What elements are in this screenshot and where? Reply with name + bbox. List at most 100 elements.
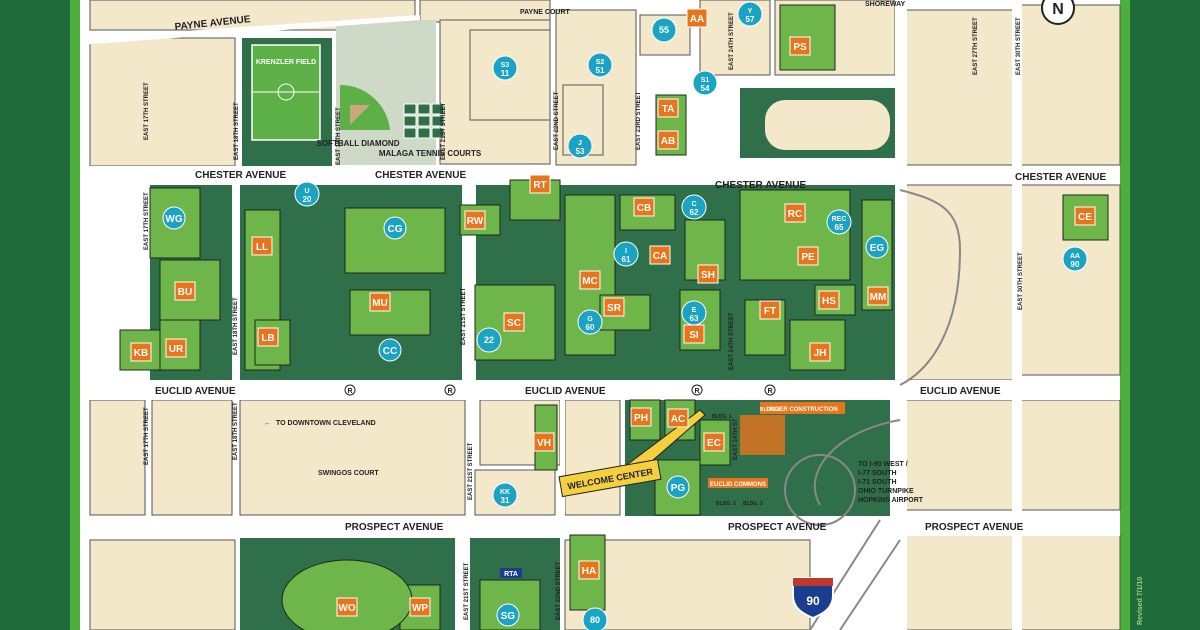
building-tag-bg [1074, 206, 1096, 226]
parking-badge [651, 17, 677, 43]
building-tag-bg [529, 174, 551, 194]
prospect-label-1: PROSPECT AVENUE [345, 522, 444, 533]
building-tag-label: EG [870, 243, 885, 254]
e18-label-2: EAST 18TH STREET [233, 297, 239, 355]
building-tag-ll[interactable]: LL [251, 236, 273, 256]
highway-line-1: TO I-90 WEST / [858, 461, 908, 468]
building-tag-bg [784, 203, 806, 223]
building-tag-bg [697, 264, 719, 284]
building-tag-pg[interactable]: PG [666, 475, 690, 499]
rapid-marker-2: R [447, 388, 452, 395]
building-tag-sr[interactable]: SR [603, 297, 625, 317]
payne-court-label: PAYNE COURT [520, 9, 571, 16]
building-tag-ha[interactable]: HA [578, 560, 600, 580]
bldg2-label: BLDG. 2 [716, 501, 736, 507]
parking-lot-i[interactable]: I61 [613, 241, 639, 267]
building-tag-cg[interactable]: CG [383, 216, 407, 240]
building-tag-ph[interactable]: PH [630, 407, 652, 427]
building-tag-bg [409, 597, 431, 617]
building-tag-ps[interactable]: PS [789, 36, 811, 56]
building-tag-hs[interactable]: HS [818, 290, 840, 310]
parking-lot-55[interactable]: 55 [651, 17, 677, 43]
building-tag-kb[interactable]: KB [130, 342, 152, 362]
building-tag-sc[interactable]: SC [503, 312, 525, 332]
building-tag-label: UR [169, 344, 184, 355]
building-tag-sg[interactable]: SG [496, 603, 520, 627]
parking-code: J [578, 140, 582, 147]
building-tag-ur[interactable]: UR [165, 338, 187, 358]
building-tag-mu[interactable]: MU [369, 292, 391, 312]
chester-label-3: CHESTER AVENUE [715, 180, 806, 191]
parking-number: 51 [596, 66, 605, 75]
building-tag-rt[interactable]: RT [529, 174, 551, 194]
building-tag-rc[interactable]: RC [784, 203, 806, 223]
building-tag-bu[interactable]: BU [174, 281, 196, 301]
building-tag-eg[interactable]: EG [865, 235, 889, 259]
highway [809, 189, 962, 630]
parking-badge [577, 309, 603, 335]
building-tag-label: SH [701, 270, 715, 281]
building-tag-bg [383, 216, 407, 240]
building-tag-label: RC [788, 209, 802, 220]
building-tag-aa[interactable]: AA [686, 8, 708, 28]
parking-lot-u[interactable]: U20 [294, 181, 320, 207]
building-tag-label: PG [671, 483, 686, 494]
building-tag-ac[interactable]: AC [667, 408, 689, 428]
building-tag-bg [865, 235, 889, 259]
building-tag-si[interactable]: SI [683, 324, 705, 344]
building-tag-ec[interactable]: EC [703, 432, 725, 452]
parking-lot-j[interactable]: J53 [567, 133, 593, 159]
building-tag-wo[interactable]: WO [336, 597, 358, 617]
parking-lot-22[interactable]: 22 [476, 327, 502, 353]
building-tag-ft[interactable]: FT [759, 300, 781, 320]
building-tag-vh[interactable]: VH [533, 432, 555, 452]
parking-lot-y[interactable]: Y57 [737, 1, 763, 27]
parking-code: 80 [590, 615, 600, 625]
building-tag-sh[interactable]: SH [697, 264, 719, 284]
parking-lot-80[interactable]: 80 [582, 607, 608, 630]
building-tag-ca[interactable]: CA [649, 245, 671, 265]
building-tag-wg[interactable]: WG [162, 206, 186, 230]
building-tag-wp[interactable]: WP [409, 597, 431, 617]
building-tag-jh[interactable]: JH [809, 342, 831, 362]
parking-lot-g[interactable]: G60 [577, 309, 603, 335]
building-tag-bg [797, 246, 819, 266]
parking-badge [737, 1, 763, 27]
building-tag-ta[interactable]: TA [657, 98, 679, 118]
e21-label-4: EAST 21ST STREET [464, 562, 470, 620]
building-tag-pe[interactable]: PE [797, 246, 819, 266]
building-tag-lb[interactable]: LB [257, 327, 279, 347]
building-tag-ce[interactable]: CE [1074, 206, 1096, 226]
rapid-markers [344, 384, 776, 396]
downtown-label: TO DOWNTOWN CLEVELAND [276, 420, 376, 427]
building-tag-cc[interactable]: CC [378, 338, 402, 362]
building-tag-label: CB [637, 203, 651, 214]
building-tag-cb[interactable]: CB [633, 197, 655, 217]
krenzler-field: KRENZLER FIELD [251, 44, 321, 141]
parking-lot-c[interactable]: C62 [681, 194, 707, 220]
highway-line-4: OHIO TURNPIKE [858, 488, 914, 495]
tennis-courts [403, 103, 445, 139]
building-tag-bg [496, 603, 520, 627]
building-tag-bg [867, 286, 889, 306]
building-tag-mc[interactable]: MC [579, 270, 601, 290]
building-tag-ab[interactable]: AB [657, 130, 679, 150]
e24-label-2: EAST 24TH STREET [729, 312, 735, 370]
building-tag-bg [336, 597, 358, 617]
building-tag-bg [162, 206, 186, 230]
e18-label-3: EAST 18TH STREET [233, 402, 239, 460]
building-tag-bg [649, 245, 671, 265]
building-tag-mm[interactable]: MM [867, 286, 889, 306]
building-tag-label: VH [537, 438, 551, 449]
parking-lot-e[interactable]: E63 [681, 300, 707, 326]
building-tag-label: WO [338, 603, 355, 614]
building-tag-rw[interactable]: RW [464, 210, 486, 230]
parking-badge [681, 194, 707, 220]
e22-label-1: EAST 22ND STREET [554, 91, 560, 150]
